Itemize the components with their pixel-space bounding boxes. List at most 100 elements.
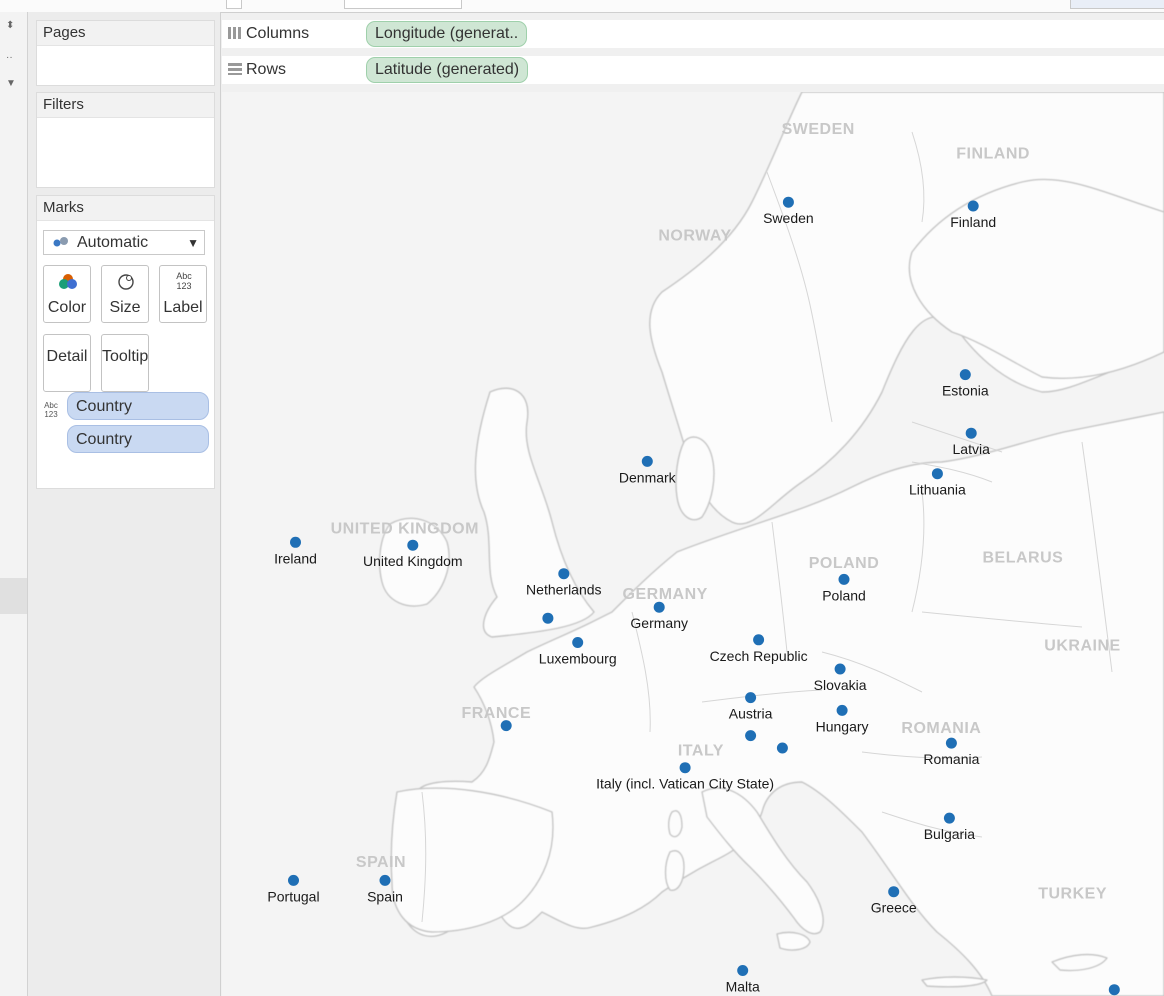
map-point-label: Bulgaria <box>924 826 976 842</box>
map-point[interactable] <box>641 455 653 467</box>
map-point-label: Denmark <box>619 469 677 485</box>
map-point[interactable] <box>407 539 419 551</box>
map-point[interactable] <box>745 730 757 742</box>
latitude-pill[interactable]: Latitude (generated) <box>366 57 529 83</box>
rows-icon <box>228 63 242 75</box>
marks-field-country-detail[interactable]: Country <box>67 425 209 453</box>
map-point-label: Italy (incl. Vatican City State) <box>596 776 774 792</box>
border-central-1 <box>701 689 823 703</box>
columns-shelf-label: Columns <box>246 25 310 42</box>
color-button[interactable]: Color <box>43 265 91 323</box>
selected-strip-item[interactable] <box>0 578 27 614</box>
sort-icon[interactable]: ⬍ <box>6 20 15 31</box>
map-point-label: Poland <box>822 587 866 603</box>
marks-card-title: Marks <box>37 196 214 221</box>
map-point[interactable] <box>653 601 665 613</box>
filters-card[interactable]: Filters <box>36 92 215 188</box>
rows-shelf[interactable]: Rows Latitude (generated) <box>222 56 1164 84</box>
size-button[interactable]: Size <box>101 265 149 323</box>
filters-card-title: Filters <box>37 93 214 118</box>
map-point-label: Greece <box>871 900 917 916</box>
marks-field-country-label[interactable]: Country <box>67 392 209 420</box>
map-country-label: NORWAY <box>658 227 731 244</box>
map-point-label: Czech Republic <box>710 648 808 664</box>
land-shapes <box>378 92 1164 996</box>
map-country-label: POLAND <box>809 555 880 572</box>
border-poland-east <box>911 491 925 613</box>
map-point[interactable] <box>737 965 749 976</box>
map-point[interactable] <box>776 742 788 754</box>
collapse-icon[interactable]: ▼ <box>6 78 16 89</box>
map-point[interactable] <box>959 369 971 381</box>
border-belarus-ukraine <box>921 611 1083 628</box>
map-point[interactable] <box>834 663 846 675</box>
toolbar-tab[interactable] <box>1070 0 1164 9</box>
tooltip-button-label: Tooltip <box>102 348 149 365</box>
map-country-label: ROMANIA <box>901 720 981 737</box>
map-point[interactable] <box>967 200 979 212</box>
longitude-pill[interactable]: Longitude (generat.. <box>366 21 528 47</box>
columns-shelf[interactable]: Columns Longitude (generat.. <box>222 20 1164 48</box>
map-country-label: BELARUS <box>982 549 1063 566</box>
map-point[interactable] <box>745 692 757 704</box>
border-iberia <box>421 791 427 923</box>
map-point[interactable] <box>753 634 765 646</box>
map-point-label: Sweden <box>763 210 814 226</box>
map-point-label: Latvia <box>953 441 991 457</box>
map-point[interactable] <box>542 612 554 624</box>
land-sardinia <box>664 850 685 891</box>
map-point-label: Ireland <box>274 550 317 566</box>
map-point[interactable] <box>558 568 570 580</box>
toolbar-tab[interactable] <box>344 0 462 9</box>
pages-card[interactable]: Pages <box>36 20 215 86</box>
map-point[interactable] <box>379 874 391 886</box>
map-country-label: SPAIN <box>356 854 406 871</box>
land-crete <box>921 976 988 988</box>
border-norway-sweden <box>766 171 833 423</box>
map-point[interactable] <box>931 468 943 480</box>
map-point[interactable] <box>1108 984 1120 996</box>
map-point[interactable] <box>945 737 957 749</box>
map-point[interactable] <box>679 762 691 774</box>
mark-type-dropdown[interactable]: Automatic ▼ <box>43 230 205 255</box>
map-point[interactable] <box>836 704 848 716</box>
land-iberia-south <box>390 787 554 933</box>
tooltip-button[interactable]: Tooltip <box>101 334 149 392</box>
map-point-label: Spain <box>367 888 403 904</box>
pages-card-title: Pages <box>37 21 214 46</box>
map-point[interactable] <box>500 720 512 732</box>
map-point[interactable] <box>888 886 900 898</box>
detail-button[interactable]: Detail <box>43 334 91 392</box>
map-country-label: GERMANY <box>623 586 708 603</box>
map-country-label: TURKEY <box>1038 885 1107 902</box>
map-point[interactable] <box>838 573 850 585</box>
map-point-label: Slovakia <box>814 677 867 693</box>
land-cyprus <box>1051 953 1108 972</box>
map-point[interactable] <box>288 874 299 886</box>
border-sweden-finland <box>911 131 925 223</box>
mark-type-icon <box>53 237 68 247</box>
map-point-label: United Kingdom <box>363 553 463 569</box>
map-point[interactable] <box>572 637 584 648</box>
svg-text:123: 123 <box>176 281 191 291</box>
toolbar-tab[interactable] <box>226 0 242 9</box>
map-point[interactable] <box>782 196 794 208</box>
map-point[interactable] <box>943 812 955 824</box>
side-panel: Pages Filters Marks Automatic ▼ Color Si… <box>28 12 221 996</box>
land-sicily <box>776 931 811 951</box>
map-point-label: Hungary <box>816 718 869 734</box>
map-point[interactable] <box>965 427 977 439</box>
map-point-label: Austria <box>729 706 773 722</box>
more-icon[interactable]: ·· <box>6 52 13 63</box>
color-palette-icon <box>59 274 77 289</box>
columns-icon <box>228 27 241 39</box>
map-point[interactable] <box>290 536 301 548</box>
map-point-label: Lithuania <box>909 482 966 498</box>
